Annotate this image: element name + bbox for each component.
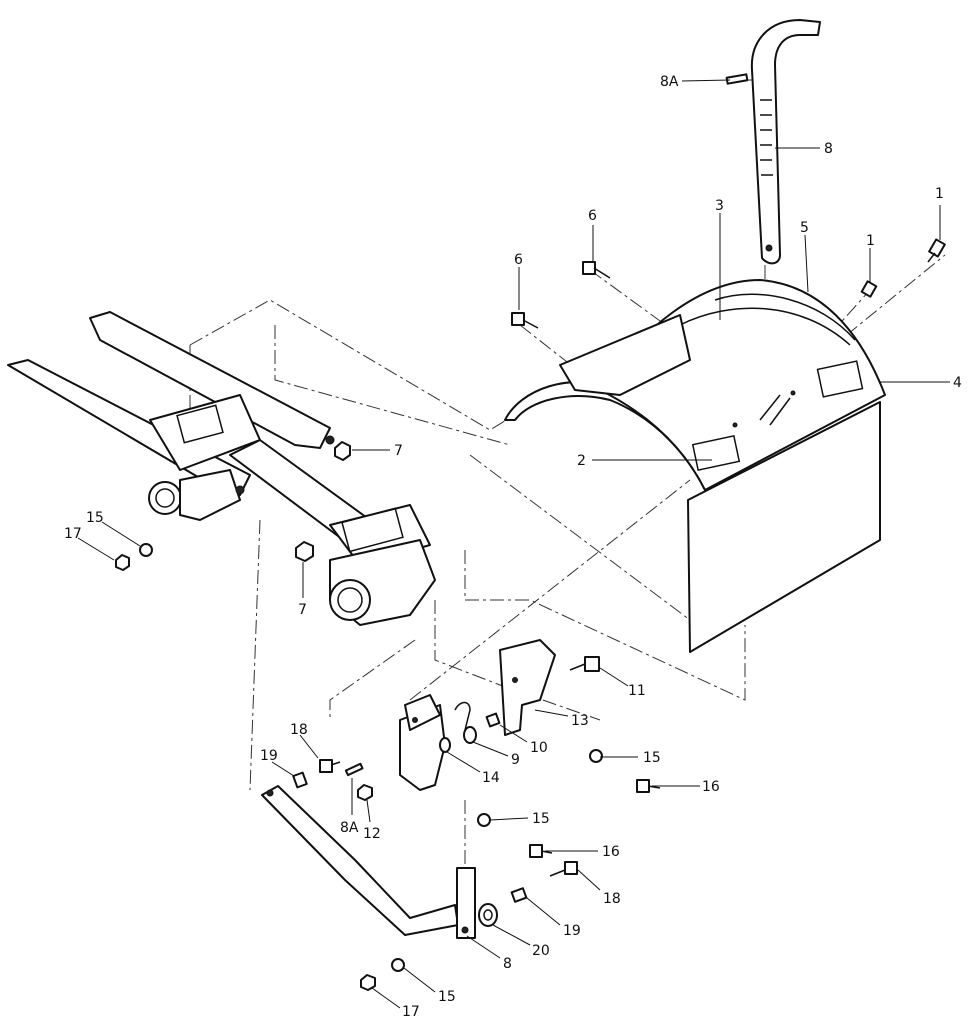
hardware <box>115 238 946 991</box>
callout-20: 20 <box>532 943 550 959</box>
tine-shield <box>504 279 886 491</box>
callout-1-left: 1 <box>866 233 875 249</box>
callout-12: 12 <box>363 826 381 842</box>
callout-16-right: 16 <box>702 779 720 795</box>
pin-8A-lower <box>344 762 364 777</box>
callout-17-left: 17 <box>64 526 82 542</box>
nut-12 <box>357 784 373 801</box>
nut-17-left <box>115 554 130 571</box>
callout-5: 5 <box>800 220 809 236</box>
callout-15-mid: 15 <box>643 750 661 766</box>
callout-15-bottom: 15 <box>438 989 456 1005</box>
bolt-6-lower <box>511 312 539 329</box>
bolt-1-right <box>927 238 946 263</box>
bolt-16-right <box>636 779 661 793</box>
nut-7-upper <box>334 441 351 461</box>
drag-shield-flap <box>687 401 881 653</box>
callout-1-right: 1 <box>935 186 944 202</box>
callout-4: 4 <box>953 375 962 391</box>
callout-7-upper: 7 <box>394 443 403 459</box>
callout-17-bottom: 17 <box>402 1004 420 1020</box>
bolt-18-left <box>319 759 341 773</box>
callout-15-center: 15 <box>532 811 550 827</box>
callout-8A-top: 8A <box>660 74 679 90</box>
nut-17-bottom <box>360 974 376 991</box>
bolt-16-center <box>529 844 553 858</box>
spacer-19-right <box>510 887 528 903</box>
lift-link <box>261 785 498 939</box>
callout-6-upper: 6 <box>588 208 597 224</box>
bolt-6-upper <box>582 261 611 279</box>
callout-9: 9 <box>511 752 520 768</box>
callout-15-left: 15 <box>86 510 104 526</box>
bolt-11 <box>569 656 600 672</box>
callout-16-center: 16 <box>602 844 620 860</box>
tiller-frame <box>7 311 436 626</box>
bolt-1-left <box>860 280 878 298</box>
nut-15-bottom <box>391 958 405 972</box>
callout-7-lower: 7 <box>298 602 307 618</box>
callout-8-top: 8 <box>824 141 833 157</box>
depth-bar <box>725 19 821 265</box>
spacer-19-left <box>292 771 308 789</box>
callout-3: 3 <box>715 198 724 214</box>
callout-8A-lower: 8A <box>340 820 359 836</box>
nut-7-lower <box>295 541 314 562</box>
nut-15-center <box>477 813 491 827</box>
callout-10: 10 <box>530 740 548 756</box>
callout-18-left: 18 <box>290 722 308 738</box>
nut-15-mid <box>589 749 603 763</box>
hitch-brackets <box>399 639 556 791</box>
callout-11: 11 <box>628 683 646 699</box>
callout-2: 2 <box>577 453 586 469</box>
bolt-18-right <box>549 861 578 877</box>
callout-8-lower: 8 <box>503 956 512 972</box>
nut-15-left <box>139 543 153 557</box>
callout-6-lower: 6 <box>514 252 523 268</box>
callout-13: 13 <box>571 713 589 729</box>
callout-14: 14 <box>482 770 500 786</box>
callout-19-left: 19 <box>260 748 278 764</box>
callout-18-right: 18 <box>603 891 621 907</box>
callouts: 8A 8 1 1 3 5 4 2 6 6 7 7 15 17 11 13 10 … <box>64 74 962 1020</box>
callout-19-right: 19 <box>563 923 581 939</box>
leader-lines <box>77 79 950 1009</box>
